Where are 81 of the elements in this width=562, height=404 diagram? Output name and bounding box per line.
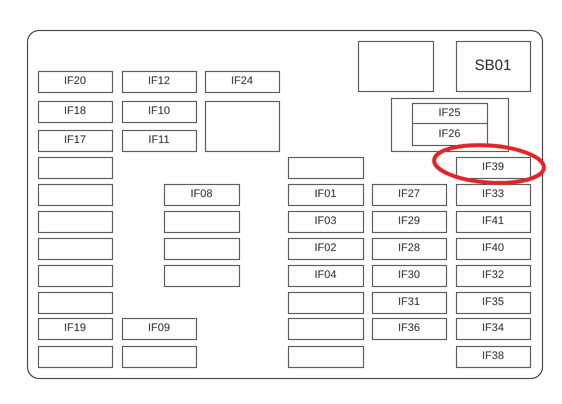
fuse-label: IF28 [398, 242, 420, 255]
fuse-label: IF09 [148, 322, 170, 335]
fuse-slot [288, 210, 364, 232]
fuse-label: IF17 [64, 134, 86, 147]
fuse-label: IF11 [148, 134, 170, 147]
fuse-slot [122, 130, 196, 152]
fuse-label: SB01 [474, 58, 512, 74]
relay-slot [358, 40, 434, 92]
fuse-slot [38, 130, 112, 152]
fuse-slot [164, 184, 240, 206]
fuse-label: IF33 [482, 188, 504, 201]
fuse-slot [456, 210, 530, 232]
fuse-slot [38, 184, 112, 206]
fuse-slot [38, 70, 112, 92]
fuse-slot [288, 292, 364, 314]
fuse-slot [288, 318, 364, 340]
fuse-slot [164, 210, 240, 232]
fuse-label: IF03 [314, 215, 336, 228]
fuse-slot [372, 238, 446, 260]
fuse-label: IF31 [398, 296, 420, 309]
fuse-slot [372, 184, 446, 206]
fuse-label: IF27 [398, 188, 420, 201]
fuse-slot [38, 238, 112, 260]
relay-slot [204, 100, 280, 152]
fuse-slot [164, 238, 240, 260]
fuse-label: IF20 [64, 75, 86, 88]
fuse-slot [288, 346, 364, 368]
fuse-slot [38, 292, 112, 314]
fuse-slot [122, 318, 196, 340]
fuse-slot [412, 124, 488, 146]
fuse-slot [456, 264, 530, 286]
fuse-label: IF29 [398, 215, 420, 228]
fuse-label: IF40 [482, 242, 504, 255]
fuse-slot [204, 70, 280, 92]
fuse-label: IF02 [314, 242, 336, 255]
fuse-slot [288, 184, 364, 206]
fuse-label: IF39 [482, 161, 504, 174]
fuse-label: IF04 [314, 269, 336, 282]
fuse-slot [372, 264, 446, 286]
fuse-label: IF10 [148, 105, 170, 118]
fuse-slot [456, 318, 530, 340]
fuse-slot [372, 210, 446, 232]
fuse-slot [38, 318, 112, 340]
fuse-label: IF19 [64, 322, 86, 335]
fuse-slot [456, 238, 530, 260]
fuse-slot [122, 346, 196, 368]
fuse-slot [412, 102, 488, 124]
fuse-slot [456, 156, 530, 178]
fuse-label: IF34 [482, 322, 504, 335]
fuse-slot [122, 70, 196, 92]
fuse-slot [38, 100, 112, 122]
fuse-label: IF35 [482, 296, 504, 309]
fuse-label: IF30 [398, 269, 420, 282]
fuse-holder-panel [390, 98, 508, 152]
fuse-label: IF18 [64, 105, 86, 118]
fuse-label: IF24 [230, 75, 253, 88]
fuse-slot [288, 264, 364, 286]
fuse-box-outline [27, 30, 543, 379]
fuse-label: IF08 [190, 188, 212, 201]
fuse-slot [38, 264, 112, 286]
fuse-slot [288, 156, 364, 178]
fuse-slot [38, 156, 112, 178]
fuse-label: IF41 [482, 215, 504, 228]
fuse-label: IF36 [398, 322, 420, 335]
fuse-label: IF25 [438, 106, 460, 120]
fuse-slot [38, 346, 112, 368]
fuse-slot [456, 292, 530, 314]
fuse-slot [38, 210, 112, 232]
fuse-label: IF32 [482, 269, 504, 282]
fuse-slot [122, 100, 196, 122]
relay-slot [456, 40, 530, 92]
fuse-label: IF01 [314, 188, 336, 201]
fuse-label: IF26 [438, 128, 460, 140]
fuse-slot [372, 292, 446, 314]
fuse-slot [164, 264, 240, 286]
fuse-label: IF12 [148, 75, 170, 88]
fuse-slot [288, 238, 364, 260]
fuse-slot [456, 346, 530, 368]
fuse-slot [372, 318, 446, 340]
fuse-slot [456, 184, 530, 206]
fuse-label: IF38 [482, 350, 504, 363]
